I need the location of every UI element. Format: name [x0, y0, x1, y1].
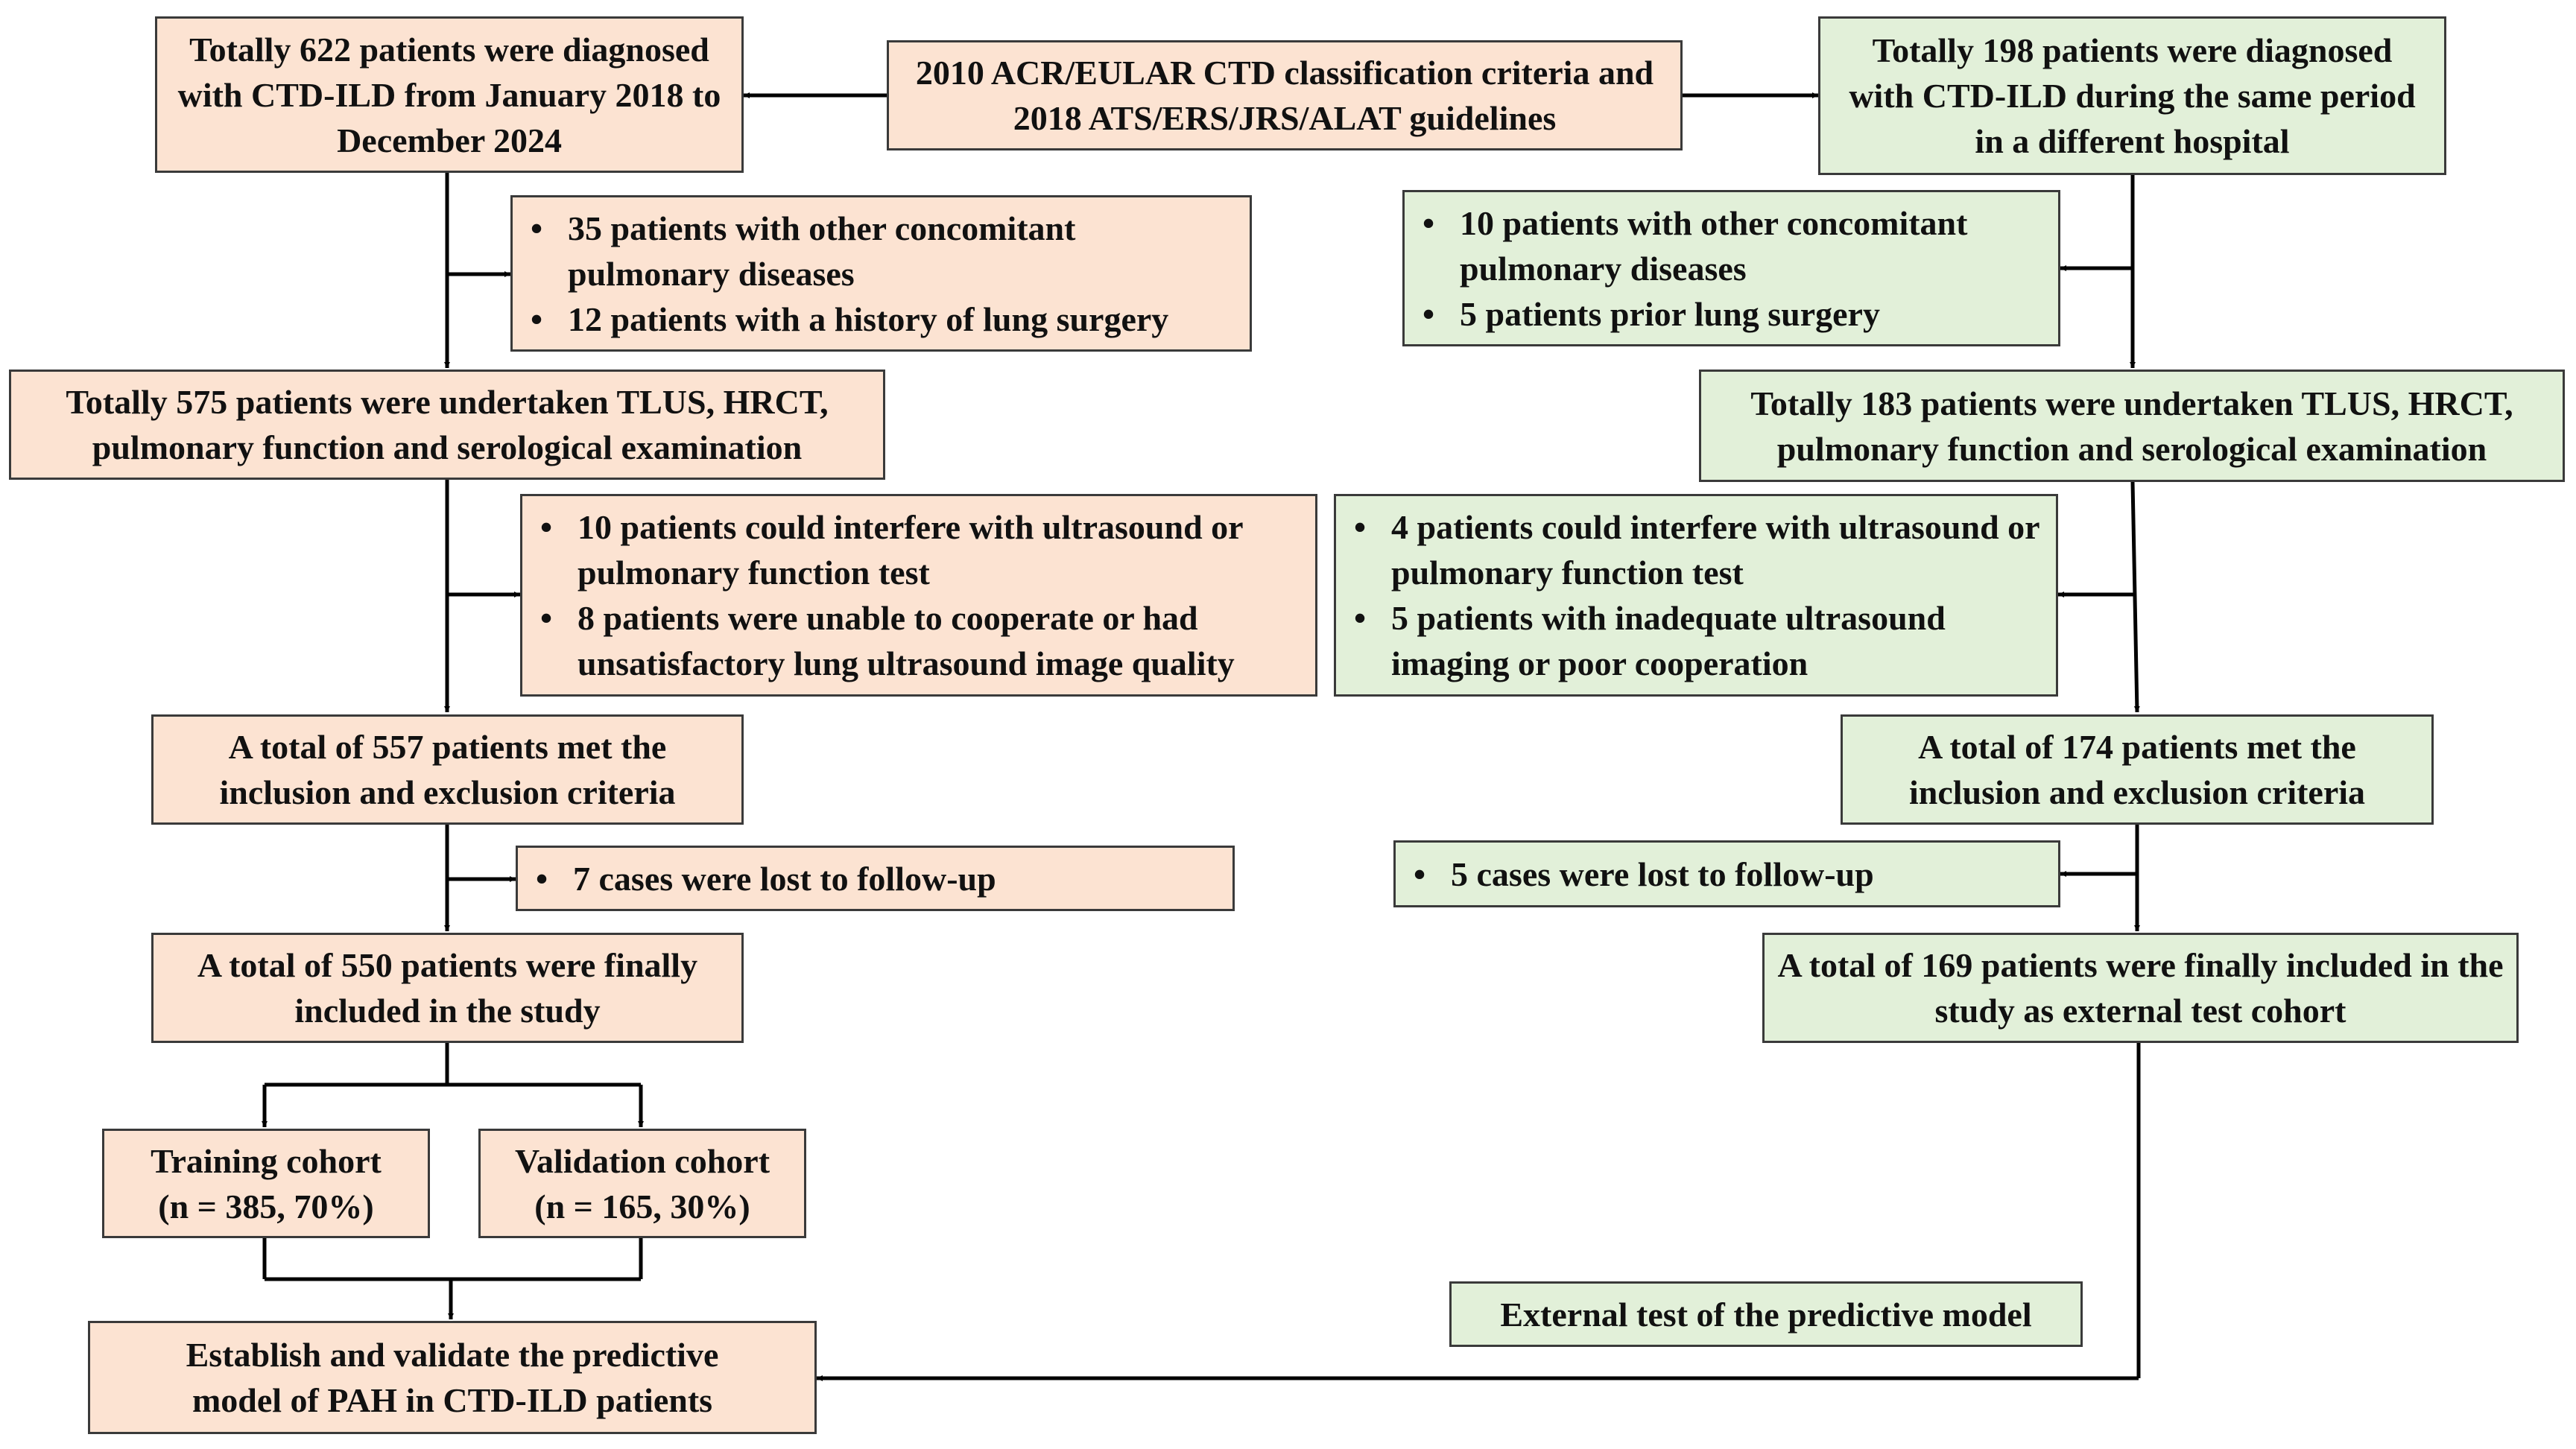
list-item: 5 cases were lost to follow-up — [1414, 852, 2049, 897]
left-exclusion-3-box: 7 cases were lost to follow-up — [516, 846, 1235, 911]
left-exclusion-2-list: 10 patients could interfere with ultraso… — [540, 504, 1306, 686]
training-cohort-detail: (n = 385, 70%) — [158, 1187, 374, 1226]
validation-cohort-title: Validation cohort — [514, 1141, 770, 1180]
right-exclusion-2-box: 4 patients could interfere with ultrasou… — [1334, 494, 2058, 697]
right-met-criteria-text: A total of 174 patients met the inclusio… — [1908, 728, 2366, 811]
right-examined-text: Totally 183 patients were undertaken TLU… — [1750, 384, 2513, 468]
left-final-box: A total of 550 patients were finally inc… — [151, 933, 744, 1043]
right-start-text: Totally 198 patients were diagnosed with… — [1849, 31, 2416, 160]
right-exclusion-2-list: 4 patients could interfere with ultrasou… — [1354, 504, 2047, 686]
right-exclusion-3-list: 5 cases were lost to follow-up — [1414, 852, 2049, 897]
criteria-text: 2010 ACR/EULAR CTD classification criter… — [915, 54, 1654, 137]
right-examined-box: Totally 183 patients were undertaken TLU… — [1699, 370, 2565, 482]
left-start-box: Totally 622 patients were diagnosed with… — [155, 16, 744, 173]
list-item: 8 patients were unable to cooperate or h… — [540, 595, 1306, 686]
list-item: 12 patients with a history of lung surge… — [531, 297, 1241, 342]
external-test-box: External test of the predictive model — [1449, 1281, 2083, 1347]
right-exclusion-1-box: 10 patients with other concomitant pulmo… — [1402, 190, 2060, 346]
validation-cohort-detail: (n = 165, 30%) — [534, 1187, 750, 1226]
right-start-box: Totally 198 patients were diagnosed with… — [1818, 16, 2446, 175]
establish-model-box: Establish and validate the predictive mo… — [88, 1321, 817, 1434]
right-final-box: A total of 169 patients were finally inc… — [1762, 933, 2519, 1043]
right-final-text: A total of 169 patients were finally inc… — [1777, 946, 2504, 1030]
right-exclusion-3-box: 5 cases were lost to follow-up — [1393, 840, 2060, 907]
left-exclusion-2-box: 10 patients could interfere with ultraso… — [520, 494, 1317, 697]
left-met-criteria-box: A total of 557 patients met the inclusio… — [151, 714, 744, 825]
list-item: 4 patients could interfere with ultrasou… — [1354, 504, 2047, 595]
criteria-box: 2010 ACR/EULAR CTD classification criter… — [887, 40, 1683, 150]
training-cohort-title: Training cohort — [151, 1141, 382, 1180]
list-item: 10 patients with other concomitant pulmo… — [1423, 200, 2049, 291]
list-item: 5 patients prior lung surgery — [1423, 291, 2049, 337]
list-item: 35 patients with other concomitant pulmo… — [531, 206, 1241, 297]
left-exclusion-1-list: 35 patients with other concomitant pulmo… — [531, 206, 1241, 342]
training-cohort-box: Training cohort (n = 385, 70%) — [102, 1129, 430, 1238]
establish-model-text: Establish and validate the predictive mo… — [186, 1336, 719, 1419]
left-examined-box: Totally 575 patients were undertaken TLU… — [9, 370, 885, 480]
left-met-criteria-text: A total of 557 patients met the inclusio… — [219, 728, 676, 811]
right-exclusion-1-list: 10 patients with other concomitant pulmo… — [1423, 200, 2049, 337]
left-exclusion-3-list: 7 cases were lost to follow-up — [536, 856, 1224, 901]
validation-cohort-box: Validation cohort (n = 165, 30%) — [478, 1129, 806, 1238]
left-final-text: A total of 550 patients were finally inc… — [197, 946, 698, 1030]
left-start-text: Totally 622 patients were diagnosed with… — [177, 30, 721, 159]
list-item: 5 patients with inadequate ultrasound im… — [1354, 595, 2047, 686]
left-examined-text: Totally 575 patients were undertaken TLU… — [66, 383, 829, 466]
list-item: 7 cases were lost to follow-up — [536, 856, 1224, 901]
left-exclusion-1-box: 35 patients with other concomitant pulmo… — [510, 195, 1252, 352]
list-item: 10 patients could interfere with ultraso… — [540, 504, 1306, 595]
external-test-text: External test of the predictive model — [1500, 1295, 2032, 1334]
right-met-criteria-box: A total of 174 patients met the inclusio… — [1841, 714, 2434, 825]
